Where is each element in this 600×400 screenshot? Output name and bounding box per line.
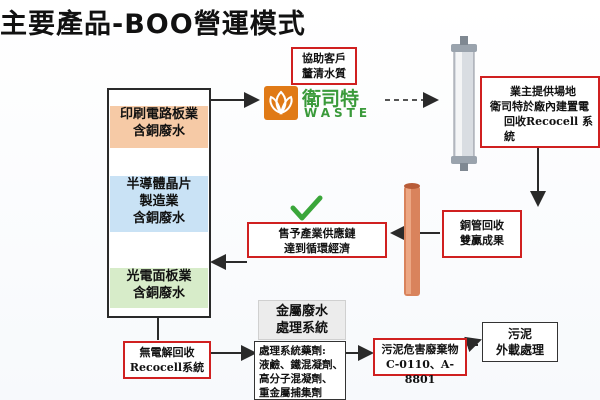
sludge-outsource-box: 污泥 外載處理: [482, 322, 558, 362]
chem-line-1: 處理系統藥劑:: [259, 345, 326, 357]
supply-line-1: 售予產業供應鏈: [278, 227, 356, 240]
sludge-waste-box: 污泥危害廢棄物 C-0110、A-8801: [373, 338, 467, 386]
chem-line-2: 液鹼、鐵混凝劑、: [259, 359, 343, 371]
sludge-line-1: 污泥危害廢棄物: [381, 343, 459, 356]
outsource-line-2: 外載處理: [495, 343, 544, 357]
logo-sub: WASTE: [304, 106, 372, 120]
electroless-recovery-box: 無電解回收 Recocell系統: [123, 341, 211, 379]
owner-line-1: 業主提供場地: [510, 85, 576, 98]
owner-line-2: 衛司特於廠內建置電: [490, 100, 589, 113]
industry-semi-line-1: 半導體晶片: [126, 177, 192, 192]
copper-pipe-icon: [404, 183, 420, 296]
slide-title: 主要產品-BOO營運模式: [0, 9, 306, 40]
assist-line-2: 釐清水質: [302, 67, 346, 80]
chem-line-4: 重金屬捕集劑: [259, 387, 322, 399]
assist-customer-box: 協助客戶 釐清水質: [291, 47, 357, 85]
pipe-line-1: 銅管回收: [460, 219, 504, 232]
recocell-unit-icon: [451, 36, 477, 171]
pipe-recovery-box: 銅管回收 雙贏成果: [442, 210, 522, 258]
logo-name: 衛司特: [302, 88, 360, 110]
metal-line-2: 處理系統: [275, 321, 328, 336]
metal-wastewater-header: 金屬廢水 處理系統: [258, 300, 346, 340]
electro-line-2: Recocell系統: [129, 361, 205, 374]
electro-line-1: 無電解回收: [139, 346, 195, 359]
industry-opto-line-2: 含銅廢水: [132, 286, 185, 301]
supply-chain-box: 售予產業供應鏈 達到循環經濟: [247, 222, 387, 258]
industry-semi-line-2: 製造業: [139, 194, 179, 209]
chem-line-3: 高分子混凝劑、: [259, 373, 333, 385]
assist-line-1: 協助客戶: [302, 52, 346, 65]
industry-pcb: 印刷電路板業 含銅廢水: [110, 106, 208, 148]
outsource-line-1: 污泥: [507, 327, 532, 341]
chemicals-box: 處理系統藥劑: 液鹼、鐵混凝劑、 高分子混凝劑、 重金屬捕集劑: [254, 341, 346, 400]
sludge-line-2: C-0110、A-8801: [385, 358, 455, 386]
supply-line-2: 達到循環經濟: [284, 242, 350, 255]
industry-pcb-line-1: 印刷電路板業: [119, 107, 198, 122]
industry-optoelectronic: 光電面板業 含銅廢水: [110, 268, 208, 308]
pipe-line-2: 雙贏成果: [460, 234, 504, 247]
owner-line-3: 回收Recocell 系統: [504, 115, 594, 143]
industry-semi-line-3: 含銅廢水: [132, 211, 185, 226]
metal-line-1: 金屬廢水: [275, 304, 328, 319]
industry-pcb-line-2: 含銅廢水: [132, 124, 185, 139]
company-logo: 衛司特 WASTE: [264, 86, 380, 120]
arrow-sludge-to-outsource: [464, 336, 482, 353]
check-mark-icon: [290, 195, 323, 221]
industry-semiconductor: 半導體晶片 製造業 含銅廢水: [110, 176, 208, 232]
owner-site-box: 業主提供場地 衛司特於廠內建置電 回收Recocell 系統: [480, 76, 600, 148]
industry-opto-line-1: 光電面板業: [126, 269, 192, 284]
lotus-logo-icon: [264, 86, 298, 120]
